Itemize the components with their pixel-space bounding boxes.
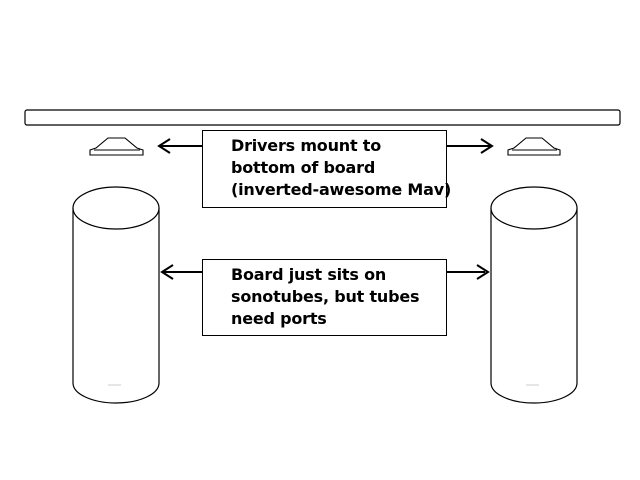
arrow-left-to-sonotube	[160, 264, 202, 280]
callout-drivers: Drivers mount to bottom of board (invert…	[202, 130, 452, 208]
callout-board: Board just sits on sonotubes, but tubes …	[202, 259, 447, 336]
driver-left-icon	[89, 137, 144, 156]
sonotube-right	[490, 186, 578, 404]
driver-right-icon	[507, 137, 561, 156]
sonotube-left	[72, 186, 160, 404]
callout-drivers-line-2: bottom of board	[231, 158, 376, 177]
callout-drivers-line-1: Drivers mount to	[231, 136, 382, 155]
callout-board-line-2: sonotubes, but tubes	[231, 287, 420, 306]
callout-board-line-3: need ports	[231, 309, 327, 328]
callout-board-line-1: Board just sits on	[231, 265, 387, 284]
callout-drivers-line-3: (inverted-awesome Mav)	[231, 180, 452, 199]
arrow-right-to-driver	[447, 138, 494, 154]
arrow-left-to-driver	[157, 138, 202, 154]
board	[24, 109, 621, 126]
arrow-right-to-sonotube	[447, 264, 490, 280]
